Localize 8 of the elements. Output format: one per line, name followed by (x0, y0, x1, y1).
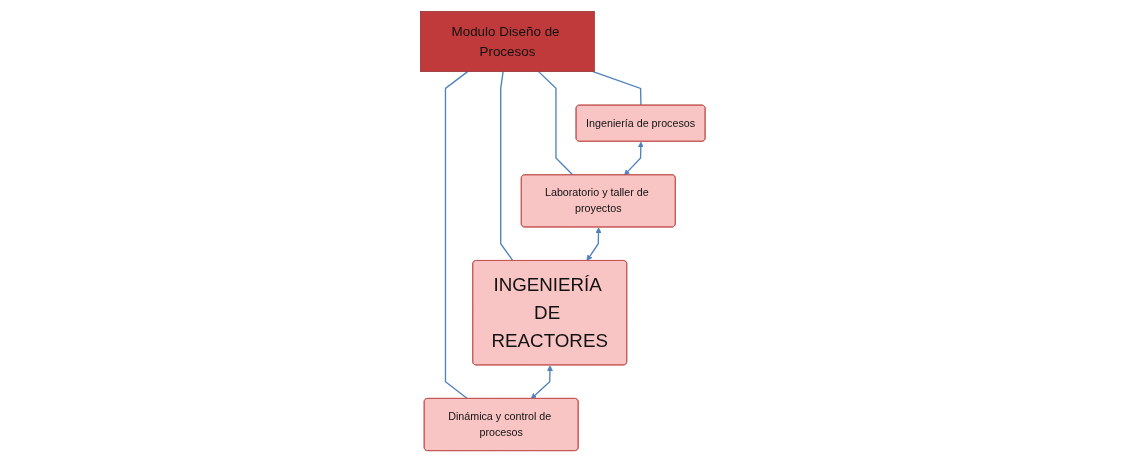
node-box: Modulo Diseño de Procesos (420, 10, 596, 72)
arrow (624, 141, 644, 175)
connector (500, 70, 514, 261)
connector (538, 70, 574, 176)
arrow (586, 226, 602, 261)
connector (445, 70, 469, 399)
arrow (531, 364, 554, 399)
connector (592, 70, 642, 106)
